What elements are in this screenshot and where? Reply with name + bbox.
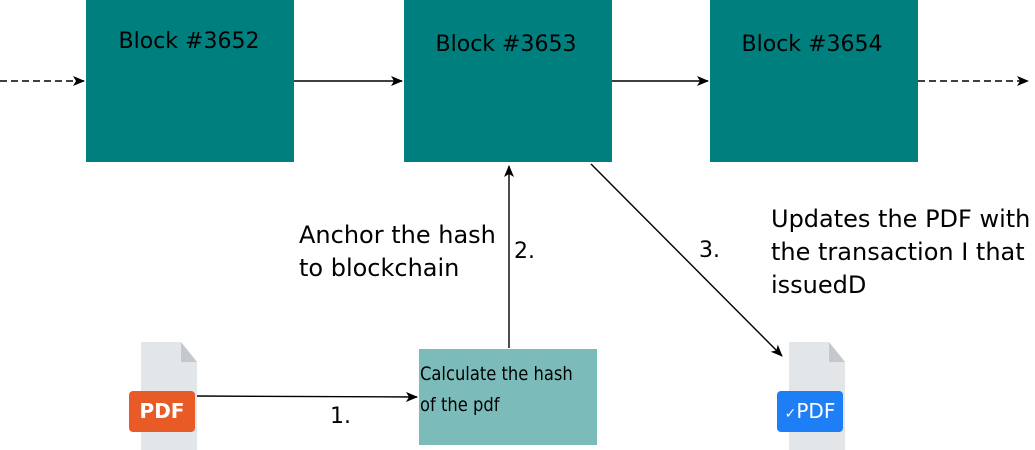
checkmark-icon: ✓ bbox=[784, 406, 797, 422]
step-2-label: 2. bbox=[514, 239, 535, 264]
step-3-label: 3. bbox=[699, 238, 720, 263]
anchor-hash-line-2: to blockchain bbox=[299, 254, 460, 282]
block-3652: Block #3652 bbox=[86, 0, 294, 162]
step-1-label: 1. bbox=[330, 404, 351, 429]
anchor-hash-line-1: Anchor the hash bbox=[299, 221, 496, 249]
anchor-hash-text: Anchor the hash to blockchain bbox=[299, 219, 496, 285]
verified-pdf-badge-label: PDF bbox=[796, 399, 836, 423]
calculate-hash-line-2: of the pdf bbox=[420, 394, 500, 416]
calculate-hash-box: Calculate the hash of the pdf bbox=[419, 349, 597, 445]
update-pdf-text: Updates the PDF with the transaction I t… bbox=[771, 203, 1030, 302]
arrow-block-to-pdf bbox=[590, 163, 783, 357]
pdf-badge: PDF bbox=[129, 391, 195, 432]
calculate-hash-line-1: Calculate the hash bbox=[420, 363, 573, 385]
verified-pdf-badge: ✓PDF bbox=[777, 391, 843, 432]
update-pdf-line-3: issuedD bbox=[771, 271, 867, 299]
verified-pdf-file-icon: ✓PDF bbox=[777, 342, 845, 450]
block-label: Block #3652 bbox=[118, 29, 260, 54]
calculate-hash-label: Calculate the hash of the pdf bbox=[420, 359, 573, 421]
block-3654: Block #3654 bbox=[710, 0, 918, 162]
pdf-file-icon: PDF bbox=[129, 342, 197, 450]
update-pdf-line-1: Updates the PDF with bbox=[771, 205, 1031, 233]
block-3653: Block #3653 bbox=[404, 0, 612, 162]
arrow-pdf-to-hash bbox=[194, 391, 418, 402]
block-label: Block #3653 bbox=[435, 32, 577, 57]
update-pdf-line-2: the transaction I that bbox=[771, 238, 1025, 266]
block-label: Block #3654 bbox=[741, 32, 883, 57]
